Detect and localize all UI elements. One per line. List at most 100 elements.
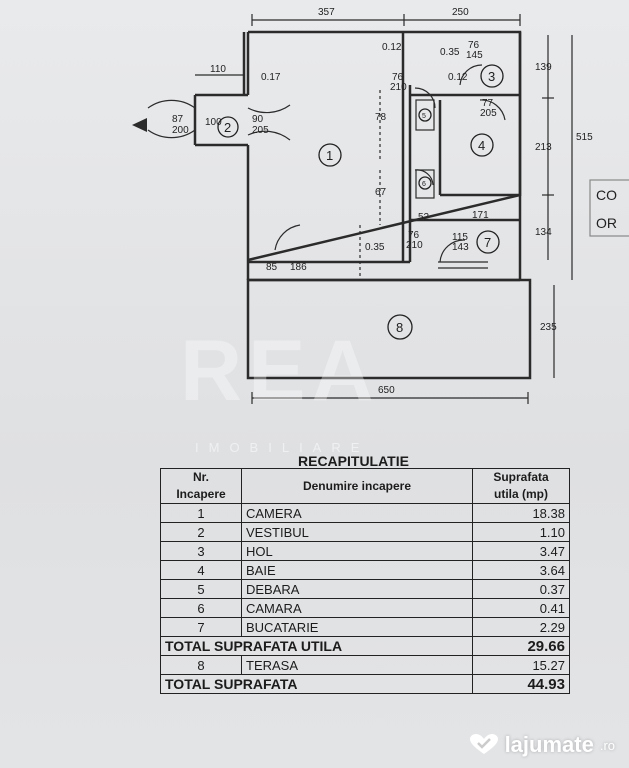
dim-door-76: 76 bbox=[392, 72, 404, 83]
total-label: TOTAL SUPRAFATA bbox=[160, 674, 473, 694]
row-nr: 2 bbox=[160, 522, 242, 542]
dim-door-145: 145 bbox=[466, 50, 483, 61]
dim-wall-035: 0.35 bbox=[365, 242, 385, 253]
dim-78: 78 bbox=[375, 112, 387, 123]
dim-wall-012b: 0.12 bbox=[448, 72, 468, 83]
dim-top-1: 357 bbox=[318, 7, 335, 18]
side-note-line1: CO bbox=[596, 187, 617, 203]
dim-door-87: 87 bbox=[172, 114, 184, 125]
dim-door-143: 143 bbox=[452, 242, 469, 253]
room-4-number: 4 bbox=[478, 138, 485, 153]
row-name: CAMARA bbox=[241, 598, 473, 618]
watermark-brand: REA bbox=[180, 323, 380, 419]
terasa-area: 15.27 bbox=[472, 655, 570, 675]
row-name: BUCATARIE bbox=[241, 617, 473, 637]
dim-door-85: 85 bbox=[266, 262, 278, 273]
dim-67: 67 bbox=[375, 187, 387, 198]
terasa-row: 8 TERASA 15.27 bbox=[160, 655, 570, 675]
row-nr: 6 bbox=[160, 598, 242, 618]
recap-table: Nr. Incapere Denumire incapere Suprafata… bbox=[160, 468, 570, 694]
room-2-number: 2 bbox=[224, 120, 231, 135]
dim-right-total: 515 bbox=[576, 132, 593, 143]
dim-right-139: 139 bbox=[535, 62, 552, 73]
dim-wall-035b: 0.35 bbox=[440, 47, 460, 58]
dim-door-76b: 76 bbox=[468, 40, 480, 51]
room-1-number: 1 bbox=[326, 148, 333, 163]
logo-name: lajumate bbox=[504, 732, 594, 757]
room-7-number: 7 bbox=[484, 235, 491, 250]
dim-door-90: 90 bbox=[252, 114, 264, 125]
row-area: 2.29 bbox=[472, 617, 570, 637]
dim-vestibule-width: 110 bbox=[210, 64, 226, 75]
row-name: VESTIBUL bbox=[241, 522, 473, 542]
row-nr: 3 bbox=[160, 541, 242, 561]
dim-bottom: 650 bbox=[378, 385, 395, 396]
recap-header-row: Nr. Incapere Denumire incapere Suprafata… bbox=[160, 468, 570, 504]
dim-right-213: 213 bbox=[535, 142, 552, 153]
row-name: BAIE bbox=[241, 560, 473, 580]
room-3-number: 3 bbox=[488, 69, 495, 84]
dim-door-210: 210 bbox=[390, 82, 407, 93]
lajumate-logo[interactable]: lajumate .ro bbox=[469, 732, 615, 758]
dim-door-76c: 76 bbox=[408, 230, 420, 241]
logo-tld: .ro bbox=[599, 737, 615, 753]
dim-door-115: 115 bbox=[452, 232, 468, 243]
dim-door-186: 186 bbox=[290, 262, 307, 273]
heart-check-icon bbox=[469, 734, 498, 754]
header-nr-line1: Nr. bbox=[192, 470, 209, 484]
row-nr: 5 bbox=[160, 579, 242, 599]
room-6-number: 6 bbox=[422, 181, 426, 188]
dim-door-205: 205 bbox=[252, 125, 269, 136]
dim-wall-52: 52 bbox=[418, 212, 430, 223]
header-area-line1: Suprafata bbox=[493, 470, 549, 484]
header-nr-line2: Incapere bbox=[176, 487, 226, 501]
floor-plan-drawing: 2 1 3 4 7 8 5 6 357 250 650 110 0.17 0.1… bbox=[132, 7, 629, 404]
row-name: DEBARA bbox=[241, 579, 473, 599]
total-row: TOTAL SUPRAFATA 44.93 bbox=[160, 674, 570, 694]
row-area: 18.38 bbox=[472, 503, 570, 523]
total-utila-label: TOTAL SUPRAFATA UTILA bbox=[160, 636, 473, 656]
total-value: 44.93 bbox=[472, 674, 570, 694]
header-nr: Nr. Incapere bbox=[160, 468, 242, 504]
dim-right-134: 134 bbox=[535, 227, 552, 238]
dim-door-205b: 205 bbox=[480, 108, 497, 119]
dim-top-2: 250 bbox=[452, 7, 469, 18]
dim-door-200: 200 bbox=[172, 125, 189, 136]
row-nr: 1 bbox=[160, 503, 242, 523]
dim-vestibule-height: 100 bbox=[205, 117, 222, 128]
header-area-line2: utila (mp) bbox=[494, 487, 548, 501]
room-8-number: 8 bbox=[396, 320, 403, 335]
dim-door-210c: 210 bbox=[406, 240, 423, 251]
dim-wall-017: 0.17 bbox=[261, 72, 281, 83]
side-note-line2: OR bbox=[596, 215, 617, 231]
dim-right-terasa: 235 bbox=[540, 322, 557, 333]
header-name: Denumire incapere bbox=[241, 468, 473, 504]
dim-wall-171: 171 bbox=[472, 210, 489, 221]
watermark-sub: IMOBILIARE bbox=[195, 440, 370, 455]
total-utila-row: TOTAL SUPRAFATA UTILA 29.66 bbox=[160, 636, 570, 656]
terasa-nr: 8 bbox=[160, 655, 242, 675]
row-area: 0.41 bbox=[472, 598, 570, 618]
floor-plan: 2 1 3 4 7 8 5 6 357 250 650 110 0.17 0.1… bbox=[132, 7, 629, 404]
row-name: CAMERA bbox=[241, 503, 473, 523]
recap-title: RECAPITULATIE bbox=[298, 453, 409, 469]
header-area: Suprafata utila (mp) bbox=[472, 468, 570, 504]
row-nr: 7 bbox=[160, 617, 242, 637]
total-utila-value: 29.66 bbox=[472, 636, 570, 656]
row-area: 3.47 bbox=[472, 541, 570, 561]
row-name: HOL bbox=[241, 541, 473, 561]
row-nr: 4 bbox=[160, 560, 242, 580]
row-area: 1.10 bbox=[472, 522, 570, 542]
terasa-name: TERASA bbox=[241, 655, 473, 675]
dim-wall-012: 0.12 bbox=[382, 42, 402, 53]
room-5-number: 5 bbox=[422, 113, 426, 120]
row-area: 3.64 bbox=[472, 560, 570, 580]
